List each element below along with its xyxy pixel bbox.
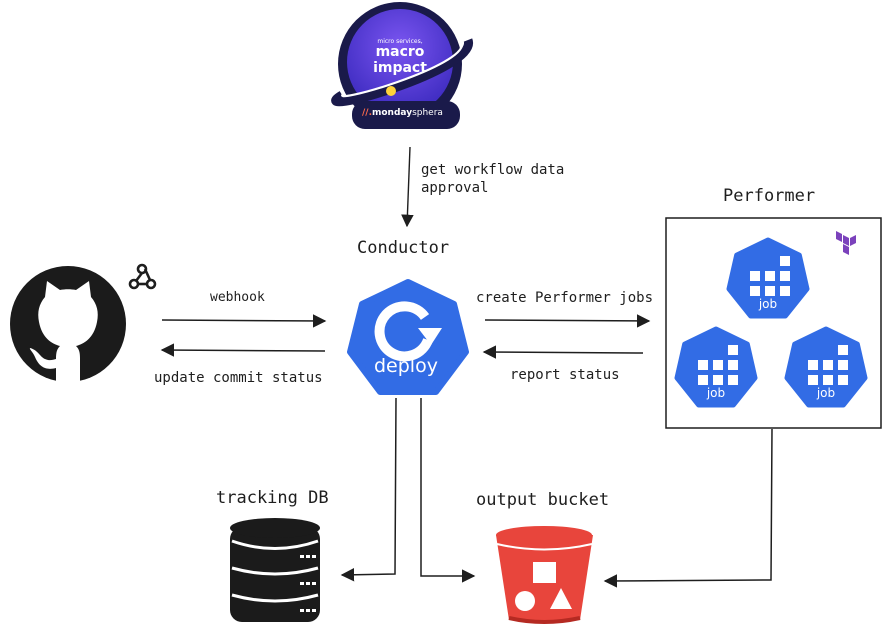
- badge-line2: macro: [375, 44, 425, 60]
- arrow-conductor-to-bucket: [420, 398, 476, 583]
- badge-orbit-ring: [341, 41, 464, 98]
- label-get-workflow-data: get workflow data: [421, 162, 565, 178]
- arrow-report-status: [482, 345, 644, 359]
- label-report-status: report status: [510, 367, 620, 383]
- job-grid-cell: [728, 375, 738, 385]
- monday-mark: //.: [362, 108, 372, 118]
- job-grid-cell: [713, 360, 723, 370]
- monday-sphera-logo: //.mondaysphera: [362, 108, 443, 118]
- terraform-icon: [836, 231, 856, 255]
- job-grid-cell: [728, 360, 738, 370]
- job-grid-cell: [838, 360, 848, 370]
- job-grid-cell: [838, 345, 848, 355]
- label-update-commit-status: update commit status: [154, 370, 323, 386]
- arrow-update-commit-status: [160, 343, 326, 357]
- conductor-title: Conductor: [357, 238, 450, 258]
- arrow-conductor-to-db: [340, 397, 397, 582]
- job-grid-cell: [765, 271, 775, 281]
- job-grid-cell: [765, 286, 775, 296]
- job-grid-cell: [823, 375, 833, 385]
- k8s-job-icon: [674, 326, 758, 408]
- deploy-icon-label: deploy: [374, 355, 438, 377]
- job-grid-cell: [780, 271, 790, 281]
- arrow-create-performer-jobs: [484, 314, 651, 328]
- label-approval: approval: [421, 180, 489, 196]
- job-grid-cell: [728, 345, 738, 355]
- tracking-db-title: tracking DB: [216, 488, 329, 508]
- job-label: job: [706, 386, 726, 400]
- triangle-shape: [550, 588, 572, 609]
- job-grid-cell: [750, 286, 760, 296]
- job-label: job: [758, 297, 778, 311]
- k8s-job-icon: [726, 237, 810, 319]
- badge-line1: micro services,: [377, 38, 423, 45]
- job-grid-cell: [808, 360, 818, 370]
- job-grid-cell: [808, 375, 818, 385]
- s3-bucket-icon: [496, 526, 593, 624]
- job-grid-cell: [838, 375, 848, 385]
- output-bucket-title: output bucket: [476, 490, 610, 510]
- label-webhook: webhook: [210, 290, 265, 305]
- job-grid-cell: [780, 256, 790, 266]
- job-grid-cell: [698, 360, 708, 370]
- performer-title: Performer: [723, 186, 816, 206]
- job-label: job: [816, 386, 836, 400]
- brand-bold: monday: [372, 108, 413, 118]
- badge-star: [386, 86, 396, 96]
- webhook-icon: [128, 263, 157, 290]
- job-grid-cell: [823, 360, 833, 370]
- github-icon: [10, 266, 126, 382]
- arrow-badge-to-conductor: [401, 146, 414, 228]
- refresh-arrowhead: [418, 328, 442, 345]
- job-grid-cell: [713, 375, 723, 385]
- job-grid-cell: [780, 286, 790, 296]
- brand-light: sphera: [412, 108, 443, 118]
- database-icon: [230, 518, 320, 622]
- job-grid-cell: [698, 375, 708, 385]
- monday-sphera-badge: [331, 2, 473, 129]
- circle-shape: [515, 591, 535, 611]
- k8s-job-icon: [784, 326, 868, 408]
- square-shape: [533, 562, 556, 583]
- arrow-webhook: [161, 314, 327, 328]
- badge-line3: impact: [373, 60, 427, 76]
- job-grid-cell: [750, 271, 760, 281]
- label-create-performer-jobs: create Performer jobs: [476, 290, 654, 306]
- badge-brand-bar: [352, 101, 460, 129]
- arrow-performer-to-bucket: [603, 428, 773, 588]
- k8s-deploy-icon: [347, 279, 469, 395]
- badge-planet: [347, 9, 453, 115]
